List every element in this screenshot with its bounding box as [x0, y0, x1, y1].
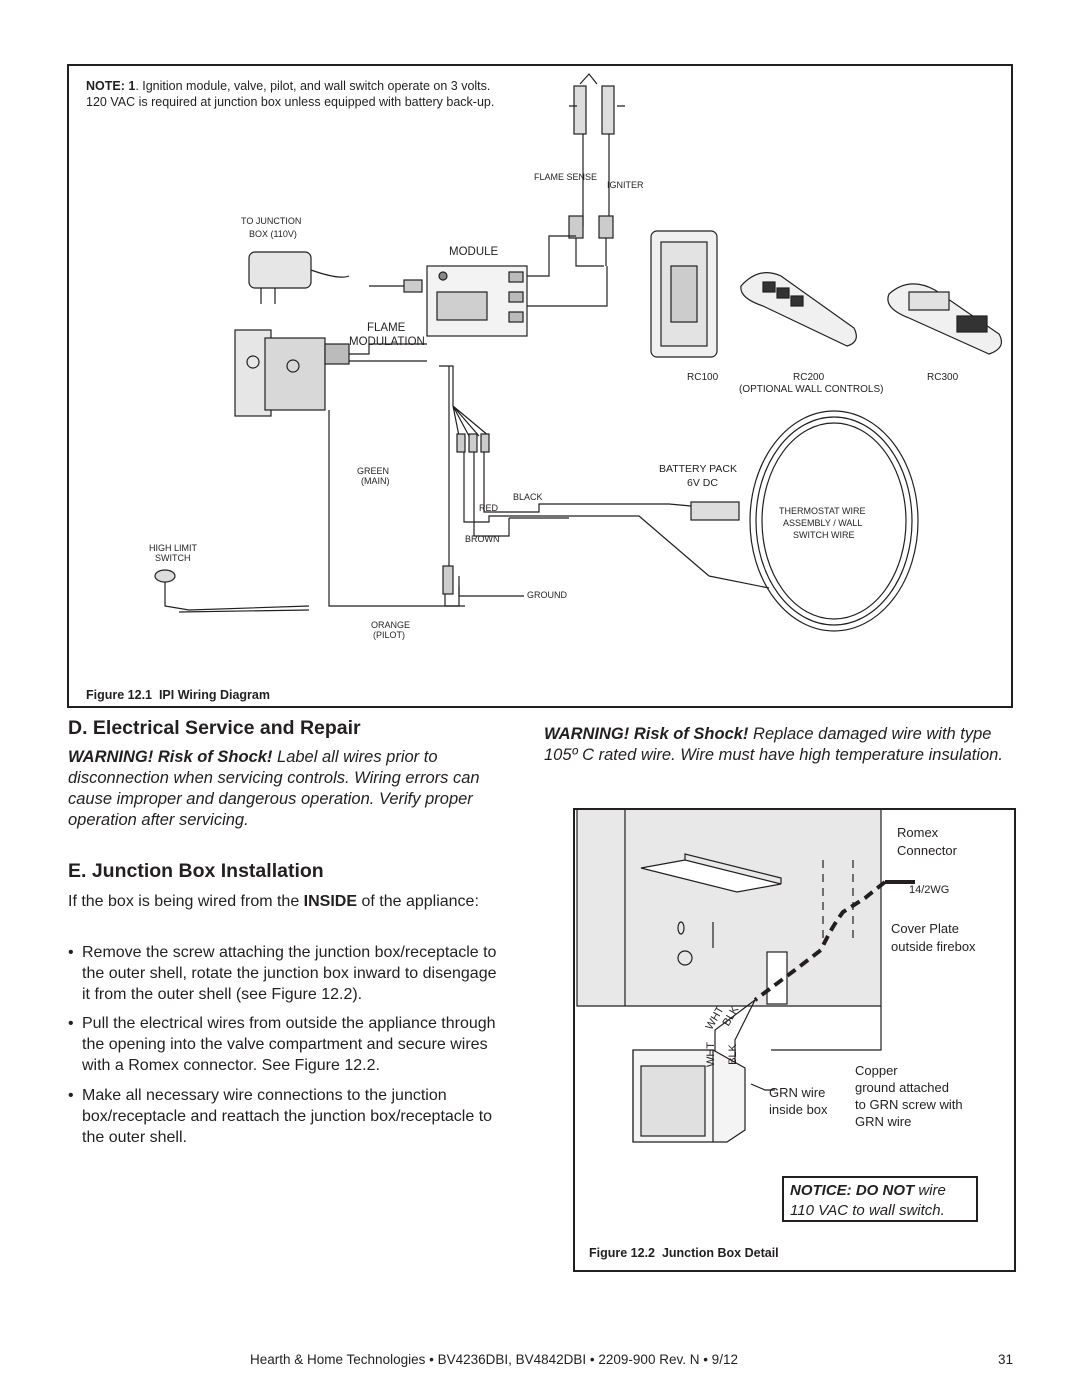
notice-text-1: wire — [914, 1182, 946, 1199]
label-grn-wire-1: GRN wire — [769, 1085, 826, 1100]
wire-harness — [328, 365, 710, 607]
right-warning-text: Replace damaged wire with type 105º C ra… — [544, 725, 1003, 764]
label-rc100: RC100 — [687, 372, 719, 383]
notice-box: NOTICE: DO NOT wire 110 VAC to wall swit… — [782, 1176, 978, 1222]
label-rc300: RC300 — [927, 372, 959, 383]
notice-text-2: 110 VAC to wall switch. — [790, 1202, 945, 1219]
figure2-caption: Figure 12.2 Junction Box Detail — [589, 1246, 779, 1260]
label-connector: Connector — [897, 843, 957, 858]
label-wire-gauge: 14/2WG — [909, 884, 950, 896]
gas-valve — [234, 329, 427, 417]
label-blk-side: BLK — [726, 1044, 739, 1065]
label-copper-1: Copper — [855, 1063, 898, 1078]
section-d-warning-text: Label all wires prior to disconnection w… — [68, 748, 480, 829]
figure1-caption-title: IPI Wiring Diagram — [158, 688, 270, 702]
remote-rc200 — [740, 272, 857, 347]
figure1-caption: Figure 12.1 IPI Wiring Diagram — [86, 688, 270, 702]
label-brown: BROWN — [465, 534, 500, 544]
list-item: •Remove the screw attaching the junction… — [68, 944, 497, 1003]
label-switch: SWITCH — [155, 553, 191, 563]
battery-pack — [668, 501, 740, 521]
label-outside-firebox: outside firebox — [891, 939, 976, 954]
right-warning-bold: WARNING! Risk of Shock! — [544, 725, 749, 743]
label-wht-side: WHT — [705, 1041, 718, 1068]
high-limit-switch — [154, 569, 310, 613]
list-item: •Make all necessary wire connections to … — [68, 1087, 493, 1146]
label-thermostat-1: THERMOSTAT WIRE — [779, 506, 866, 516]
label-grn-wire-2: inside box — [769, 1102, 828, 1117]
label-battery-pack: BATTERY PACK — [659, 463, 737, 475]
label-optional-wall-controls: (OPTIONAL WALL CONTROLS) — [739, 384, 884, 395]
note-bold: NOTE: 1 — [86, 79, 136, 93]
list-item: •Pull the electrical wires from outside … — [68, 1015, 496, 1074]
intro-post: of the appliance: — [357, 893, 479, 910]
note-text: . Ignition module, valve, pilot, and wal… — [86, 79, 495, 109]
label-to-junction: TO JUNCTION — [241, 216, 302, 226]
label-black: BLACK — [513, 492, 543, 502]
label-romex: Romex — [897, 825, 939, 840]
section-d-warning-bold: WARNING! Risk of Shock! — [68, 748, 273, 766]
wall-switch-rc100 — [650, 230, 718, 358]
module-box — [426, 235, 608, 337]
label-orange: ORANGE — [371, 620, 411, 630]
bullet-text: Make all necessary wire connections to t… — [82, 1087, 493, 1146]
intro-bold: INSIDE — [303, 893, 358, 910]
junction-box-diagram — [576, 810, 915, 1143]
label-pilot: (PILOT) — [373, 630, 406, 640]
label-box-110v: BOX (110V) — [249, 229, 297, 239]
label-green: GREEN — [357, 466, 390, 476]
figure2-caption-num: Figure 12.2 — [589, 1246, 655, 1260]
label-red: RED — [479, 503, 499, 513]
pilot-assembly — [568, 73, 625, 267]
thermostat-coil — [708, 410, 919, 632]
label-cover-plate: Cover Plate — [891, 921, 959, 936]
figure2-caption-title: Junction Box Detail — [661, 1246, 779, 1260]
wall-adapter — [248, 251, 423, 304]
section-d-warning: WARNING! Risk of Shock! Label all wires … — [68, 747, 508, 831]
label-copper-3: to GRN screw with — [855, 1097, 963, 1112]
label-igniter: IGNITER — [607, 180, 644, 190]
ipi-wiring-diagram — [154, 73, 1002, 632]
figure-note: NOTE: 1. Ignition module, valve, pilot, … — [86, 78, 506, 110]
figure1-caption-num: Figure 12.1 — [86, 688, 152, 702]
heading-section-e: E. Junction Box Installation — [68, 860, 324, 882]
bullet-text: Pull the electrical wires from outside t… — [82, 1015, 496, 1074]
label-high-limit: HIGH LIMIT — [149, 543, 198, 553]
label-copper-4: GRN wire — [855, 1114, 912, 1129]
remote-rc300 — [887, 283, 1002, 355]
bullet-text: Remove the screw attaching the junction … — [82, 944, 497, 1003]
label-modulation: MODULATION — [349, 336, 425, 348]
right-warning: WARNING! Risk of Shock! Replace damaged … — [544, 724, 1018, 766]
label-module: MODULE — [449, 246, 499, 258]
label-ground: GROUND — [527, 590, 567, 600]
label-copper-2: ground attached — [855, 1080, 949, 1095]
figure-ipi-wiring: NOTE: 1. Ignition module, valve, pilot, … — [67, 64, 1013, 708]
page-number: 31 — [998, 1352, 1014, 1367]
label-main: (MAIN) — [361, 476, 390, 486]
label-thermostat-3: SWITCH WIRE — [793, 530, 855, 540]
label-flame-sense: FLAME SENSE — [534, 172, 598, 182]
figure-junction-box: Romex Connector 14/2WG Cover Plate outsi… — [573, 808, 1016, 1272]
label-flame: FLAME — [367, 322, 406, 334]
page-footer: Hearth & Home Technologies • BV4236DBI, … — [250, 1352, 738, 1367]
label-rc200: RC200 — [793, 372, 825, 383]
notice-bold: NOTICE: DO NOT — [790, 1182, 915, 1199]
label-6v-dc: 6V DC — [687, 477, 718, 489]
intro-pre: If the box is being wired from the — [68, 893, 304, 910]
section-e-intro: If the box is being wired from the INSID… — [68, 891, 508, 912]
label-thermostat-2: ASSEMBLY / WALL — [783, 518, 863, 528]
heading-section-d: D. Electrical Service and Repair — [68, 717, 361, 739]
